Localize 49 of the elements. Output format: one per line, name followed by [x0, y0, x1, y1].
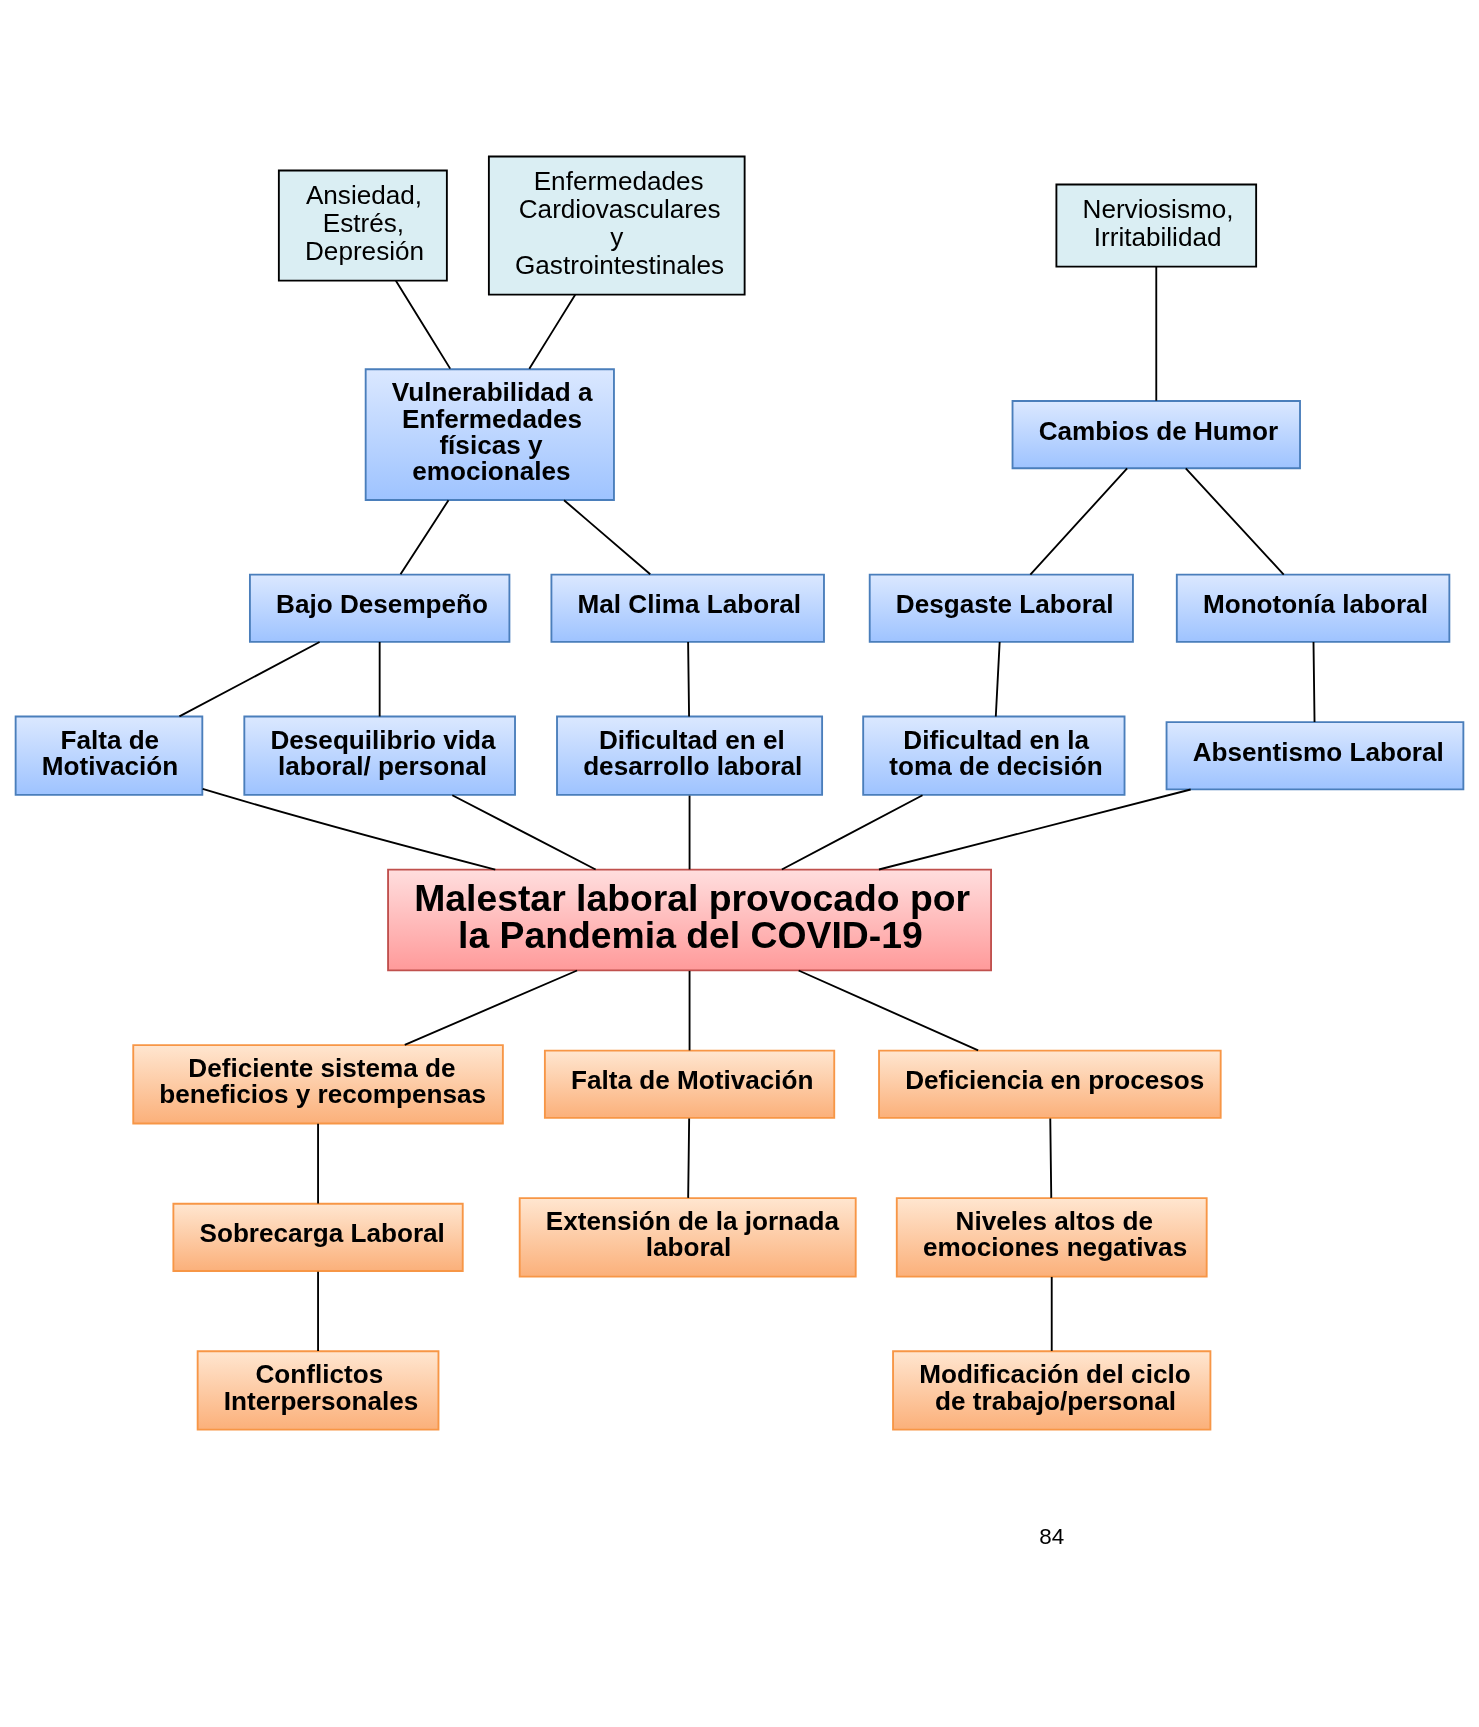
- connector: [178, 640, 321, 717]
- label: 84: [1039, 1523, 1065, 1549]
- connector: [1184, 467, 1285, 575]
- node-box: Bajo Desempeño: [249, 573, 511, 643]
- connector: [797, 969, 980, 1051]
- node-box: Mal Clima Laboral: [550, 573, 825, 643]
- connector: [403, 969, 578, 1046]
- node-box: Ansiedad, Estrés, Depresión: [277, 169, 448, 282]
- node-box: Monotonía laboral: [1175, 573, 1451, 643]
- node-box: Enfermedades Cardiovasculares y Gastrointestinales: [487, 155, 746, 296]
- node-box: Nerviosismo, Irritabilidad: [1055, 183, 1258, 268]
- node-box: Dificultad en el desarrollo laboral: [556, 715, 824, 796]
- connector: [399, 498, 450, 575]
- node-box: Extensión de la jornada laboral: [518, 1196, 857, 1277]
- connector: [394, 279, 452, 370]
- node-box: Deficiente sistema de beneficios y recompensas: [132, 1043, 504, 1124]
- connector: [317, 1270, 319, 1352]
- connector: [878, 788, 1192, 870]
- connector: [687, 640, 690, 717]
- node-box: Niveles altos de emociones negativas: [895, 1196, 1208, 1277]
- connector: [688, 969, 691, 1051]
- connector: [688, 794, 691, 870]
- connector: [994, 640, 1001, 717]
- node-box: Desequilibrio vida laboral/ personal: [243, 715, 516, 796]
- connector: [563, 498, 652, 575]
- node-box: Sobrecarga Laboral: [172, 1202, 464, 1272]
- connector: [1155, 265, 1158, 402]
- connector: [1050, 1275, 1053, 1352]
- node-box: Absentismo Laboral: [1165, 720, 1465, 790]
- connector: [780, 793, 924, 870]
- connector: [451, 793, 597, 870]
- connector: [687, 1117, 691, 1199]
- node-box: Conflictos Interpersonales: [196, 1349, 440, 1431]
- node-box: Falta de Motivación: [543, 1049, 836, 1119]
- node-box: Desgaste Laboral: [868, 573, 1134, 643]
- node-box: Malestar laboral provocado por la Pandemia del COVID-19: [387, 868, 992, 971]
- connector: [1049, 1117, 1053, 1199]
- connector: [1029, 467, 1129, 575]
- connector: [201, 787, 497, 870]
- connector: [317, 1122, 319, 1204]
- node-box: Dificultad en la toma de decisión: [862, 715, 1126, 796]
- node-box: Falta de Motivación: [14, 715, 204, 796]
- node-box: Deficiencia en procesos: [878, 1049, 1222, 1119]
- node-box: Cambios de Humor: [1011, 399, 1301, 469]
- connector: [378, 640, 381, 717]
- connector: [528, 293, 577, 370]
- node-box: Modificación del ciclo de trabajo/personal: [892, 1349, 1212, 1431]
- connector: [1312, 640, 1316, 723]
- node-box: Vulnerabilidad a Enfermedades físicas y emocionales: [364, 367, 615, 501]
